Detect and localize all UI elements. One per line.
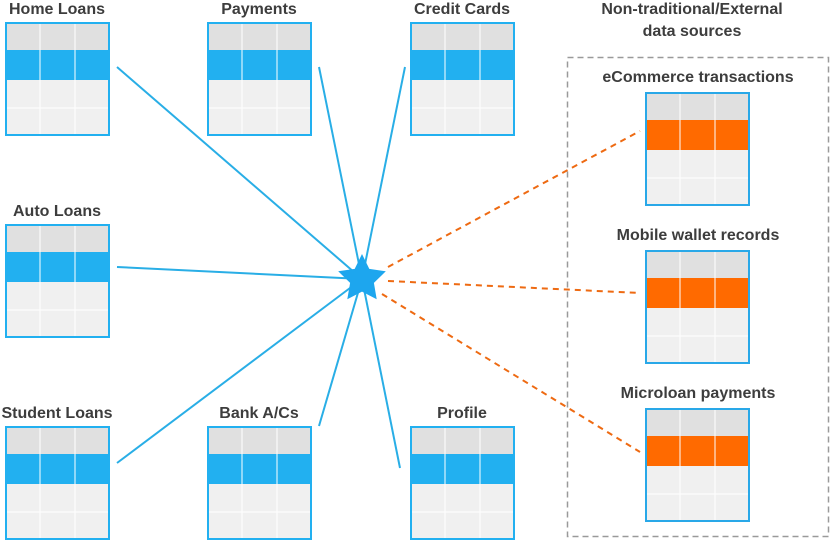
- table-header-row: [645, 250, 750, 278]
- table-student-loans: [5, 426, 110, 540]
- connector-student-loans: [116, 278, 363, 464]
- connector-bank-acs: [318, 278, 363, 427]
- table-header-row: [5, 22, 110, 50]
- table-auto-loans: [5, 224, 110, 338]
- label-auto-loans: Auto Loans: [13, 203, 101, 220]
- table-border: [207, 22, 312, 136]
- table-bank-acs: [207, 426, 312, 540]
- table-credit-cards: [410, 22, 515, 136]
- connector-auto-loans: [116, 266, 363, 280]
- table-highlight-row: [645, 436, 750, 466]
- table-microloan-payments: [645, 408, 750, 522]
- label-profile: Profile: [437, 405, 487, 422]
- external-group-title-line2: data sources: [643, 23, 742, 40]
- table-header-row: [645, 408, 750, 436]
- table-header-row: [410, 22, 515, 50]
- table-highlight-row: [410, 50, 515, 80]
- table-header-row: [207, 22, 312, 50]
- table-header-row: [207, 426, 312, 454]
- table-ecommerce-transactions: [645, 92, 750, 206]
- table-border: [645, 92, 750, 206]
- label-mobile-wallet-records: Mobile wallet records: [617, 227, 780, 244]
- label-bank-acs: Bank A/Cs: [219, 405, 299, 422]
- source-tables: [5, 22, 750, 540]
- label-microloan-payments: Microloan payments: [621, 385, 776, 402]
- table-payments: [207, 22, 312, 136]
- table-highlight-row: [645, 120, 750, 150]
- table-home-loans: [5, 22, 110, 136]
- label-ecommerce-transactions: eCommerce transactions: [602, 69, 793, 86]
- connector-profile: [361, 278, 401, 469]
- external-sources-group: [566, 56, 830, 538]
- table-highlight-row: [5, 454, 110, 484]
- external-group-title-line1: Non-traditional/External: [601, 1, 782, 18]
- label-payments: Payments: [221, 1, 297, 18]
- label-credit-cards: Credit Cards: [414, 1, 510, 18]
- table-border: [5, 426, 110, 540]
- table-border: [645, 408, 750, 522]
- connectors: [116, 66, 641, 469]
- connector-home-loans: [116, 66, 363, 280]
- label-home-loans: Home Loans: [9, 1, 105, 18]
- table-border: [645, 250, 750, 364]
- connector-credit-cards: [361, 66, 406, 280]
- table-border: [410, 22, 515, 136]
- table-border: [5, 22, 110, 136]
- table-mobile-wallet-records: [645, 250, 750, 364]
- connector-mobile-wallet-records: [387, 280, 641, 294]
- connector-payments: [318, 66, 363, 280]
- table-header-row: [645, 92, 750, 120]
- table-header-row: [410, 426, 515, 454]
- table-header-row: [5, 426, 110, 454]
- table-highlight-row: [645, 278, 750, 308]
- table-highlight-row: [5, 50, 110, 80]
- table-border: [410, 426, 515, 540]
- label-student-loans: Student Loans: [1, 405, 112, 422]
- table-highlight-row: [410, 454, 515, 484]
- connector-ecommerce-transactions: [387, 130, 641, 268]
- star-icon: [338, 254, 386, 300]
- table-highlight-row: [207, 454, 312, 484]
- table-border: [5, 224, 110, 338]
- table-profile: [410, 426, 515, 540]
- table-border: [207, 426, 312, 540]
- table-header-row: [5, 224, 110, 252]
- table-highlight-row: [5, 252, 110, 282]
- table-highlight-row: [207, 50, 312, 80]
